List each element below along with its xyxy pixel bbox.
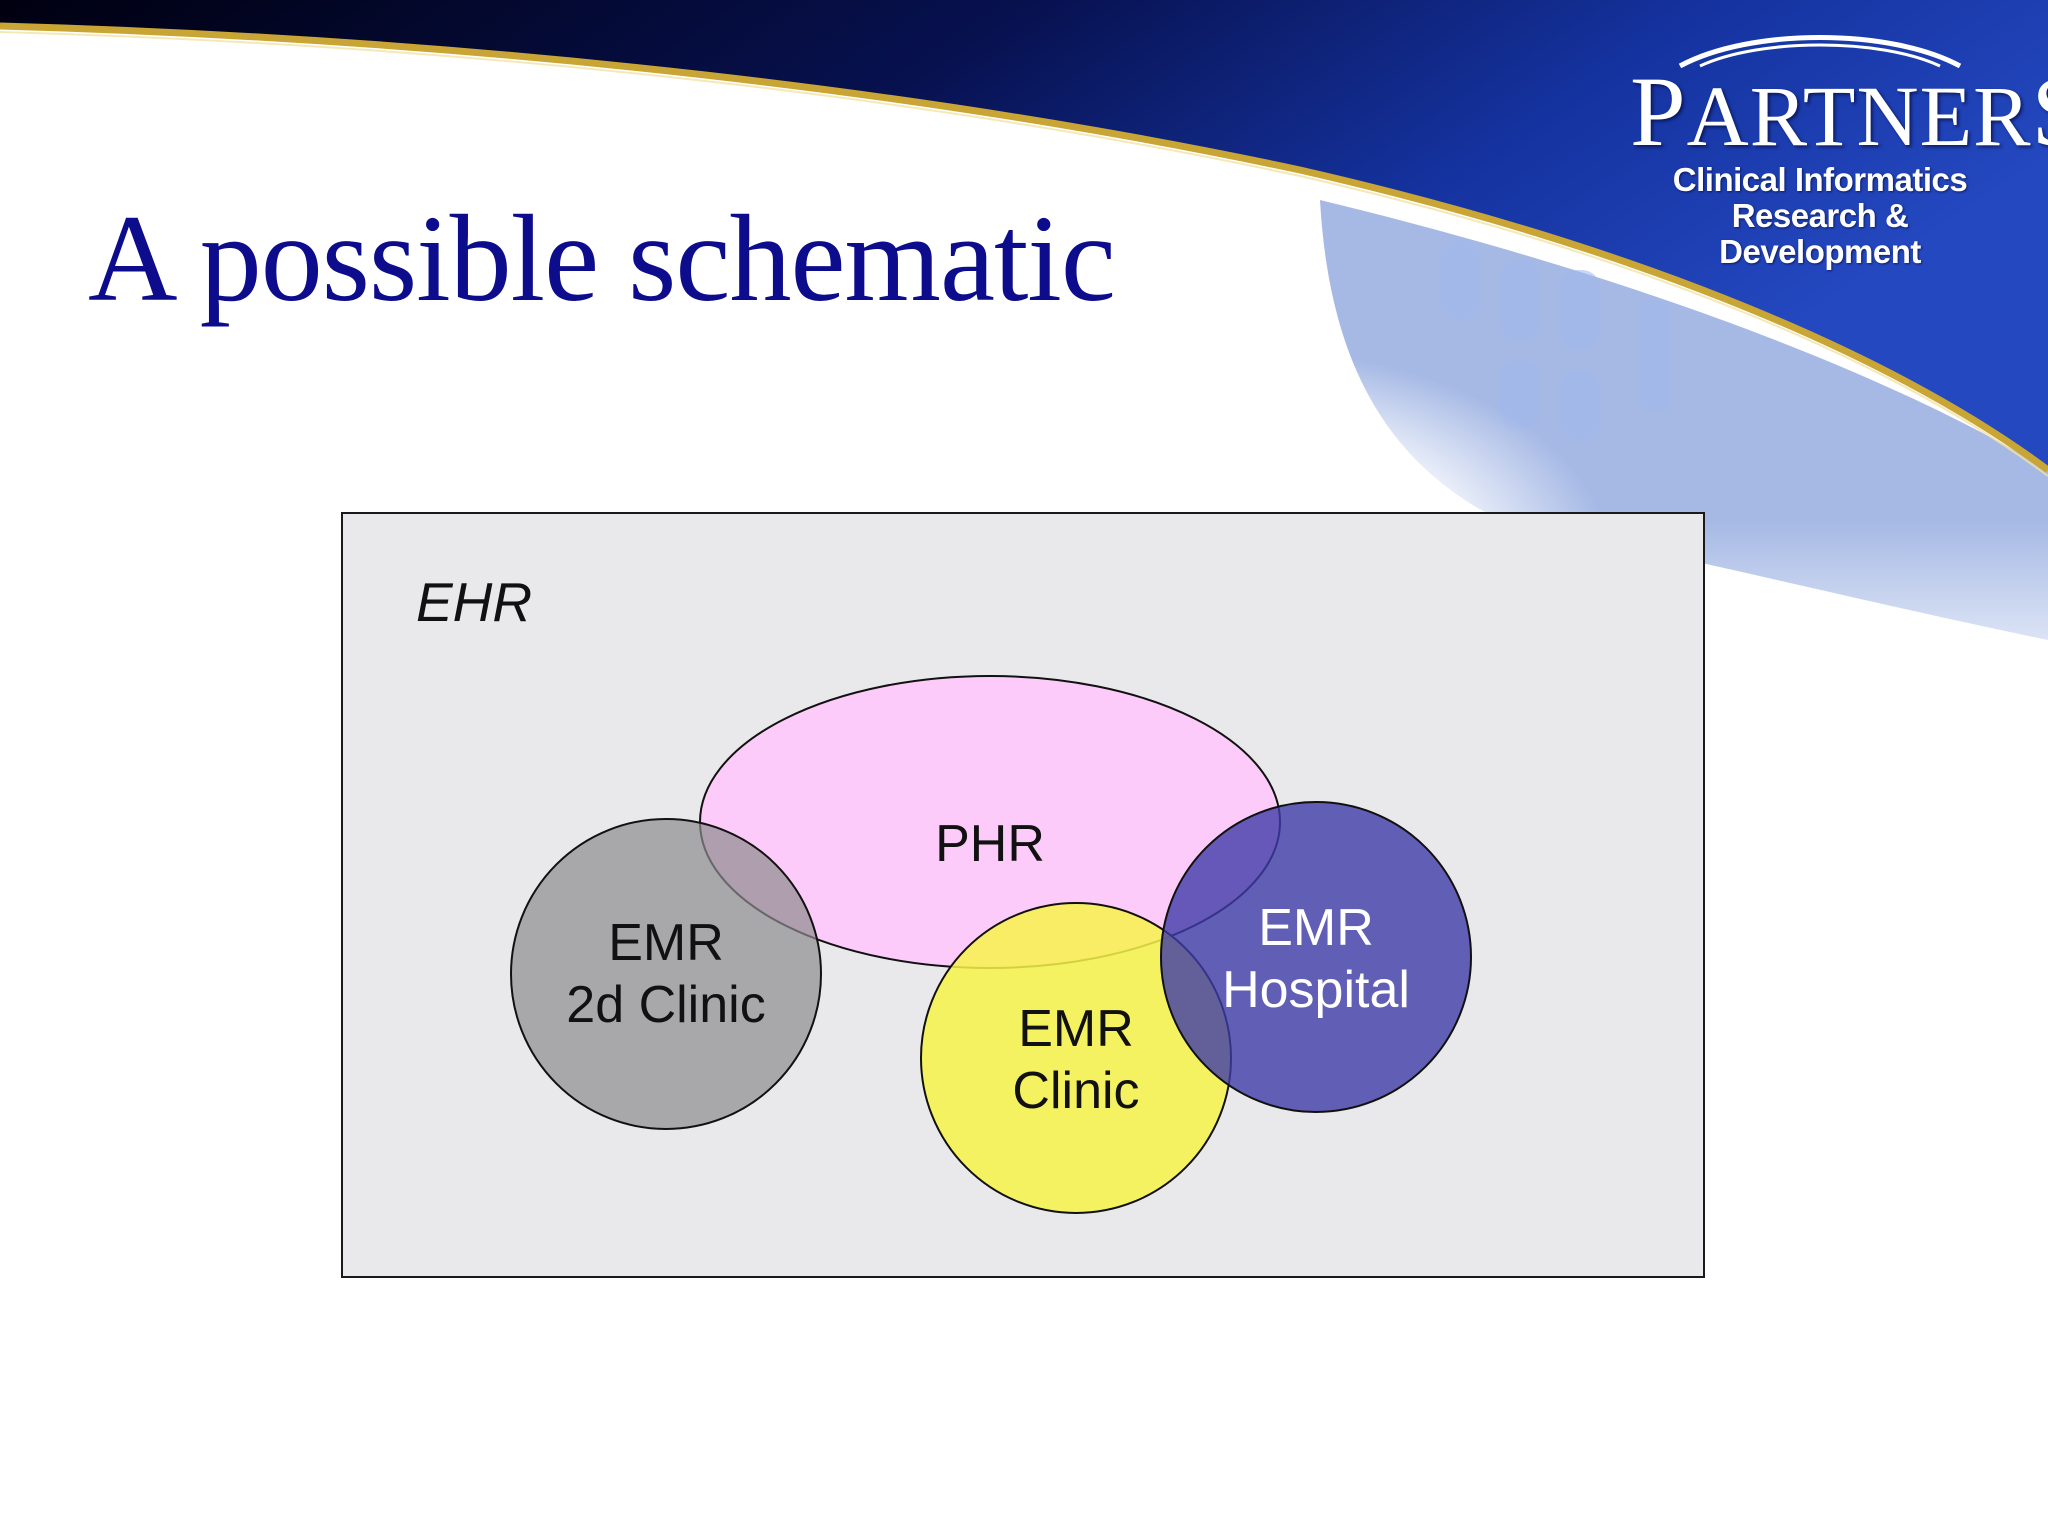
emr-2d-clinic-label-line-1: EMR [608,914,724,972]
emr-2d-clinic-circle [510,818,822,1130]
emr-hospital-circle [1160,801,1472,1113]
emr-clinic-label: EMR Clinic [1012,998,1139,1122]
logo-wordmark: PARTNERS [1630,56,2048,167]
emr-2d-clinic-label: EMR 2d Clinic [566,912,765,1036]
ehr-label: EHR [416,571,533,633]
phr-label-line: PHR [935,815,1045,873]
phr-label: PHR [935,813,1045,875]
ehr-container: EHR PHR EMR 2d Clinic EMR Clinic EMR Hos… [341,512,1705,1278]
slide-title: A possible schematic [88,190,1116,327]
logo-tagline-2: Research & Development [1719,197,1921,270]
partners-logo: PARTNERS Clinical Informatics Research &… [1630,28,2048,270]
emr-clinic-label-line-2: Clinic [1012,1062,1140,1120]
logo-arc-icon [1678,35,1962,68]
emr-clinic-label-line-1: EMR [1018,1000,1134,1058]
emr-hospital-label: EMR Hospital [1222,897,1410,1021]
emr-hospital-label-line-1: EMR [1258,899,1374,957]
emr-hospital-label-line-2: Hospital [1222,961,1410,1019]
venn-diagram [510,675,1472,1214]
logo-tagline-1: Clinical Informatics [1672,161,1968,198]
emr-2d-clinic-label-line-2: 2d Clinic [566,976,766,1034]
scan-images [1440,240,1670,440]
